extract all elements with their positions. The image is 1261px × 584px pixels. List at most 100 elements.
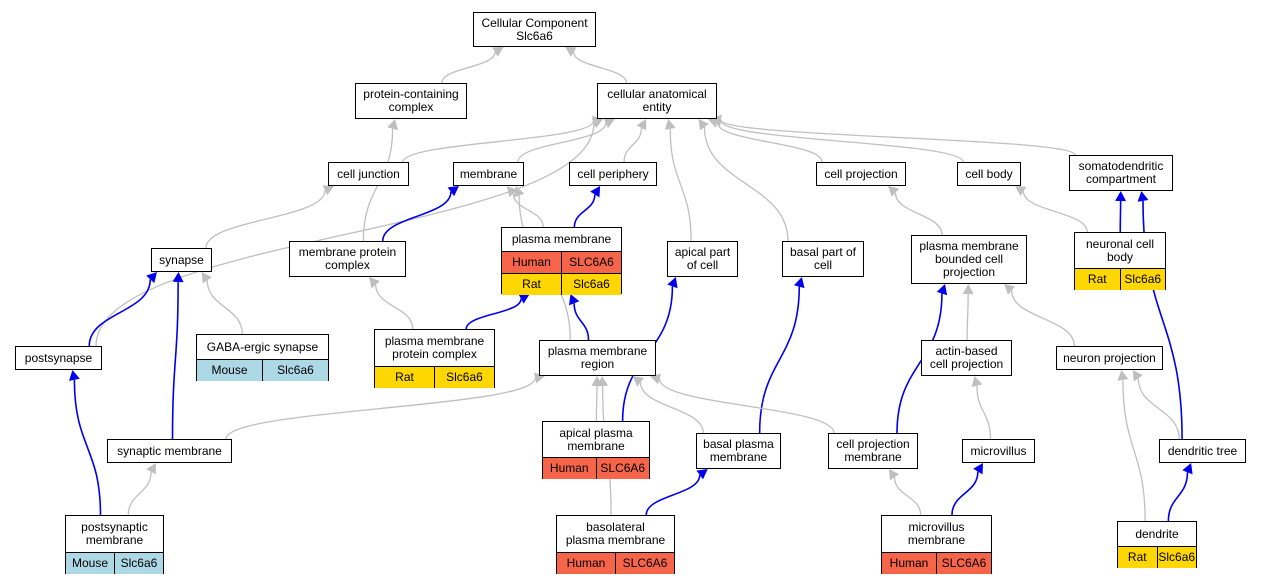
go-term-cell-projection[interactable]: cell projection	[816, 162, 906, 186]
arrowhead-icon	[146, 463, 156, 475]
go-term-label: cellular anatomical entity	[607, 87, 707, 114]
edge-part-of-bpm-to-bpc	[758, 286, 801, 434]
go-term-label: protein-containing complex	[363, 87, 459, 114]
edge-is-a-abcp-to-pmbcp	[966, 293, 969, 341]
edge-is-a-apc-to-cae	[669, 128, 692, 242]
go-term-postsynapse[interactable]: postsynapse	[15, 346, 102, 370]
go-term-membrane[interactable]: membrane	[453, 162, 524, 186]
go-term-label: postsynaptic membrane	[81, 520, 148, 547]
go-term-label: membrane	[459, 166, 518, 181]
go-term-label: membrane protein complex	[298, 245, 397, 272]
go-term-cellular-component-slc6a6[interactable]: Cellular Component Slc6a6	[473, 12, 596, 47]
go-term-neuron-projection[interactable]: neuron projection	[1056, 346, 1163, 370]
go-term-basal-plasma-membrane[interactable]: basal plasma membrane	[696, 433, 781, 469]
gene-cell: Slc6a6	[262, 360, 328, 381]
species-cell: Rat	[395, 370, 414, 384]
arrowhead-icon	[1015, 186, 1027, 197]
edge-part-of-mpc-to-mem	[381, 191, 452, 242]
arrowhead-icon	[387, 119, 398, 131]
edge-part-of-cpm-to-pmbcp	[896, 293, 943, 434]
edge-is-a-bpm-to-pmr	[639, 382, 704, 434]
edge-part-of-pmpc-to-pm	[465, 298, 522, 330]
go-term-cell-periphery[interactable]: cell periphery	[569, 162, 657, 186]
arrowhead-icon	[172, 272, 184, 283]
arrowhead-icon	[68, 370, 80, 381]
go-term-apical-part-of-cell[interactable]: apical part of cell	[667, 241, 738, 277]
edge-part-of-psm-to-postsyn	[73, 379, 102, 516]
go-term-somatodendritic-compartment[interactable]: somatodendritic compartment	[1069, 155, 1173, 191]
edge-is-a-somato-to-cae	[720, 119, 1076, 156]
arrowhead-icon	[1182, 463, 1193, 475]
go-term-synapse[interactable]: synapse	[151, 248, 212, 272]
species-cell: Mouse	[211, 363, 248, 377]
go-term-plasma-membrane-bounded-cell-projection[interactable]: plasma membrane bounded cell projection	[911, 235, 1027, 284]
arrowhead-icon	[565, 47, 577, 57]
arrowhead-icon	[569, 294, 580, 306]
go-term-basal-part-of-cell[interactable]: basal part of cell	[782, 241, 864, 277]
go-term-microvillus[interactable]: microvillus	[962, 439, 1035, 463]
edge-is-a-gaba-to-synapse	[206, 280, 243, 335]
go-term-label: cell projection membrane	[836, 437, 910, 464]
go-term-label: synaptic membrane	[117, 443, 222, 458]
go-term-plasma-membrane-region[interactable]: plasma membrane region	[539, 340, 656, 376]
arrowhead-icon	[492, 47, 504, 57]
go-term-label: apical plasma membrane	[559, 425, 633, 453]
edge-part-of-blpm-to-bpm	[645, 474, 701, 516]
arrowhead-icon	[597, 376, 609, 387]
go-term-membrane-protein-complex[interactable]: membrane protein complex	[289, 241, 406, 277]
edge-is-a-psm-to-synmem	[127, 471, 152, 516]
go-term-cellular-anatomical-entity[interactable]: cellular anatomical entity	[597, 83, 717, 119]
species-cell: Human	[512, 255, 551, 269]
arrowhead-icon	[590, 186, 601, 198]
go-term-label: plasma membrane region	[547, 344, 648, 371]
annotation-row-human: Human SLC6A6	[502, 251, 621, 273]
arrowhead-icon	[322, 185, 334, 196]
edge-part-of-pm-to-cper	[573, 194, 596, 228]
arrowhead-icon	[664, 119, 676, 130]
go-term-cell-projection-membrane[interactable]: cell projection membrane	[828, 433, 918, 469]
go-term-dendritic-tree[interactable]: dendritic tree	[1159, 439, 1246, 463]
go-term-cell-body[interactable]: cell body	[957, 162, 1021, 186]
arrowhead-icon	[1115, 191, 1127, 202]
species-cell: Rat	[1127, 550, 1147, 564]
edge-is-a-mv-to-abcp	[976, 385, 992, 440]
go-term-synaptic-membrane[interactable]: synaptic membrane	[107, 439, 232, 463]
arrowhead-icon	[888, 469, 900, 481]
go-term-label: neuronal cell body	[1085, 236, 1155, 264]
arrowhead-icon	[971, 376, 983, 388]
edge-is-a-dend-to-nproj	[1122, 379, 1146, 522]
go-term-label: cell junction	[337, 166, 400, 181]
gene-cell: SLC6A6	[561, 252, 621, 273]
edge-is-a-cpm-to-pmr	[658, 378, 835, 434]
go-term-protein-containing-complex[interactable]: protein-containing complex	[355, 83, 467, 119]
go-term-label: somatodendritic compartment	[1078, 159, 1164, 186]
go-term-cell-junction[interactable]: cell junction	[328, 162, 409, 186]
edge-is-a-nproj-to-pmbcp	[1010, 290, 1076, 347]
edge-is-a-dtree-to-nproj	[1137, 378, 1180, 440]
arrowhead-icon	[369, 277, 380, 289]
arrowhead-icon	[1004, 284, 1016, 295]
go-term-label: basal plasma membrane	[703, 437, 774, 464]
annotation-row-mouse: Mouse Slc6a6	[197, 359, 328, 381]
arrowhead-icon	[603, 118, 615, 129]
gene-cell: Slc6a6	[114, 553, 163, 574]
edge-is-a-cper-to-cae	[623, 127, 643, 163]
go-term-actin-based-cell-projection[interactable]: actin-based cell projection	[921, 340, 1012, 376]
arrowhead-icon	[447, 186, 459, 197]
go-term-label: cell body	[965, 166, 1013, 181]
go-term-label: Cellular Component Slc6a6	[481, 15, 588, 43]
